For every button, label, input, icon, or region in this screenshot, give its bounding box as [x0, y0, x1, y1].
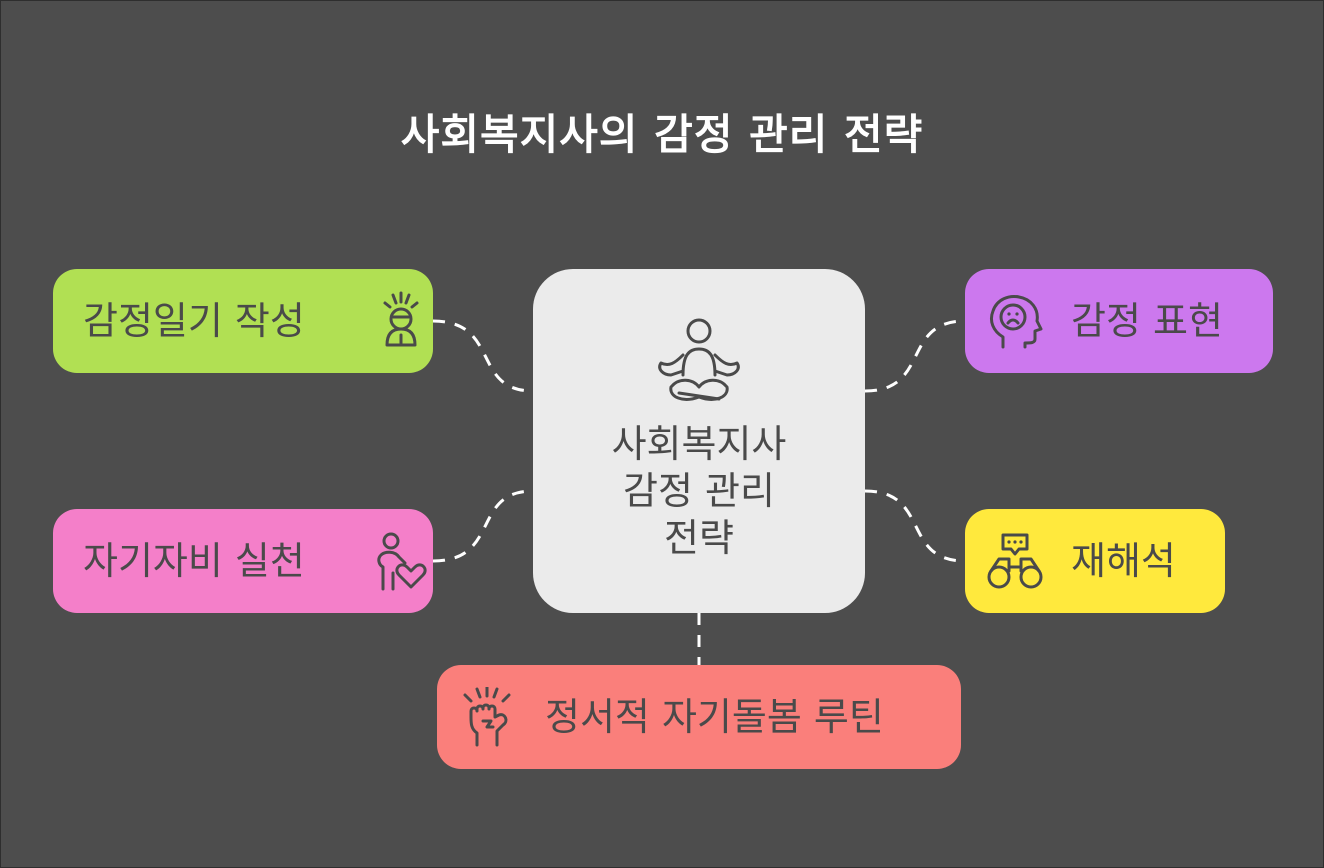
- connector-expression: [864, 319, 966, 393]
- connector-diary: [432, 319, 534, 393]
- center-label: 사회복지사 감정 관리 전략: [533, 421, 865, 562]
- connector-reframing: [864, 489, 966, 563]
- node-self-compassion: 자기자비 실천: [53, 509, 433, 613]
- meditation-icon: [658, 318, 740, 401]
- node-self-care-routine-label: 정서적 자기돌봄 루틴: [545, 695, 884, 739]
- node-emotion-expression-label: 감정 표현: [1071, 299, 1223, 343]
- binoculars-chat-icon: [987, 533, 1043, 589]
- connector-self-compassion: [432, 489, 534, 563]
- center-node: 사회복지사 감정 관리 전략: [533, 269, 865, 613]
- center-line-3: 전략: [664, 516, 734, 560]
- center-line-2: 감정 관리: [623, 469, 775, 513]
- node-emotion-diary: 감정일기 작성: [53, 269, 433, 373]
- head-sad-face-icon: [989, 295, 1043, 349]
- node-emotion-expression: 감정 표현: [965, 269, 1273, 373]
- node-reframing-label: 재해석: [1071, 539, 1176, 583]
- center-line-1: 사회복지사: [611, 422, 787, 466]
- node-self-care-routine: 정서적 자기돌봄 루틴: [437, 665, 961, 769]
- person-heart-icon: [377, 532, 427, 591]
- diagram-title: 사회복지사의 감정 관리 전략: [400, 110, 924, 159]
- node-emotion-diary-label: 감정일기 작성: [83, 299, 305, 343]
- raised-fist-icon: [463, 687, 511, 747]
- node-reframing: 재해석: [965, 509, 1225, 613]
- stressed-person-icon: [383, 291, 419, 347]
- node-self-compassion-label: 자기자비 실천: [83, 539, 305, 583]
